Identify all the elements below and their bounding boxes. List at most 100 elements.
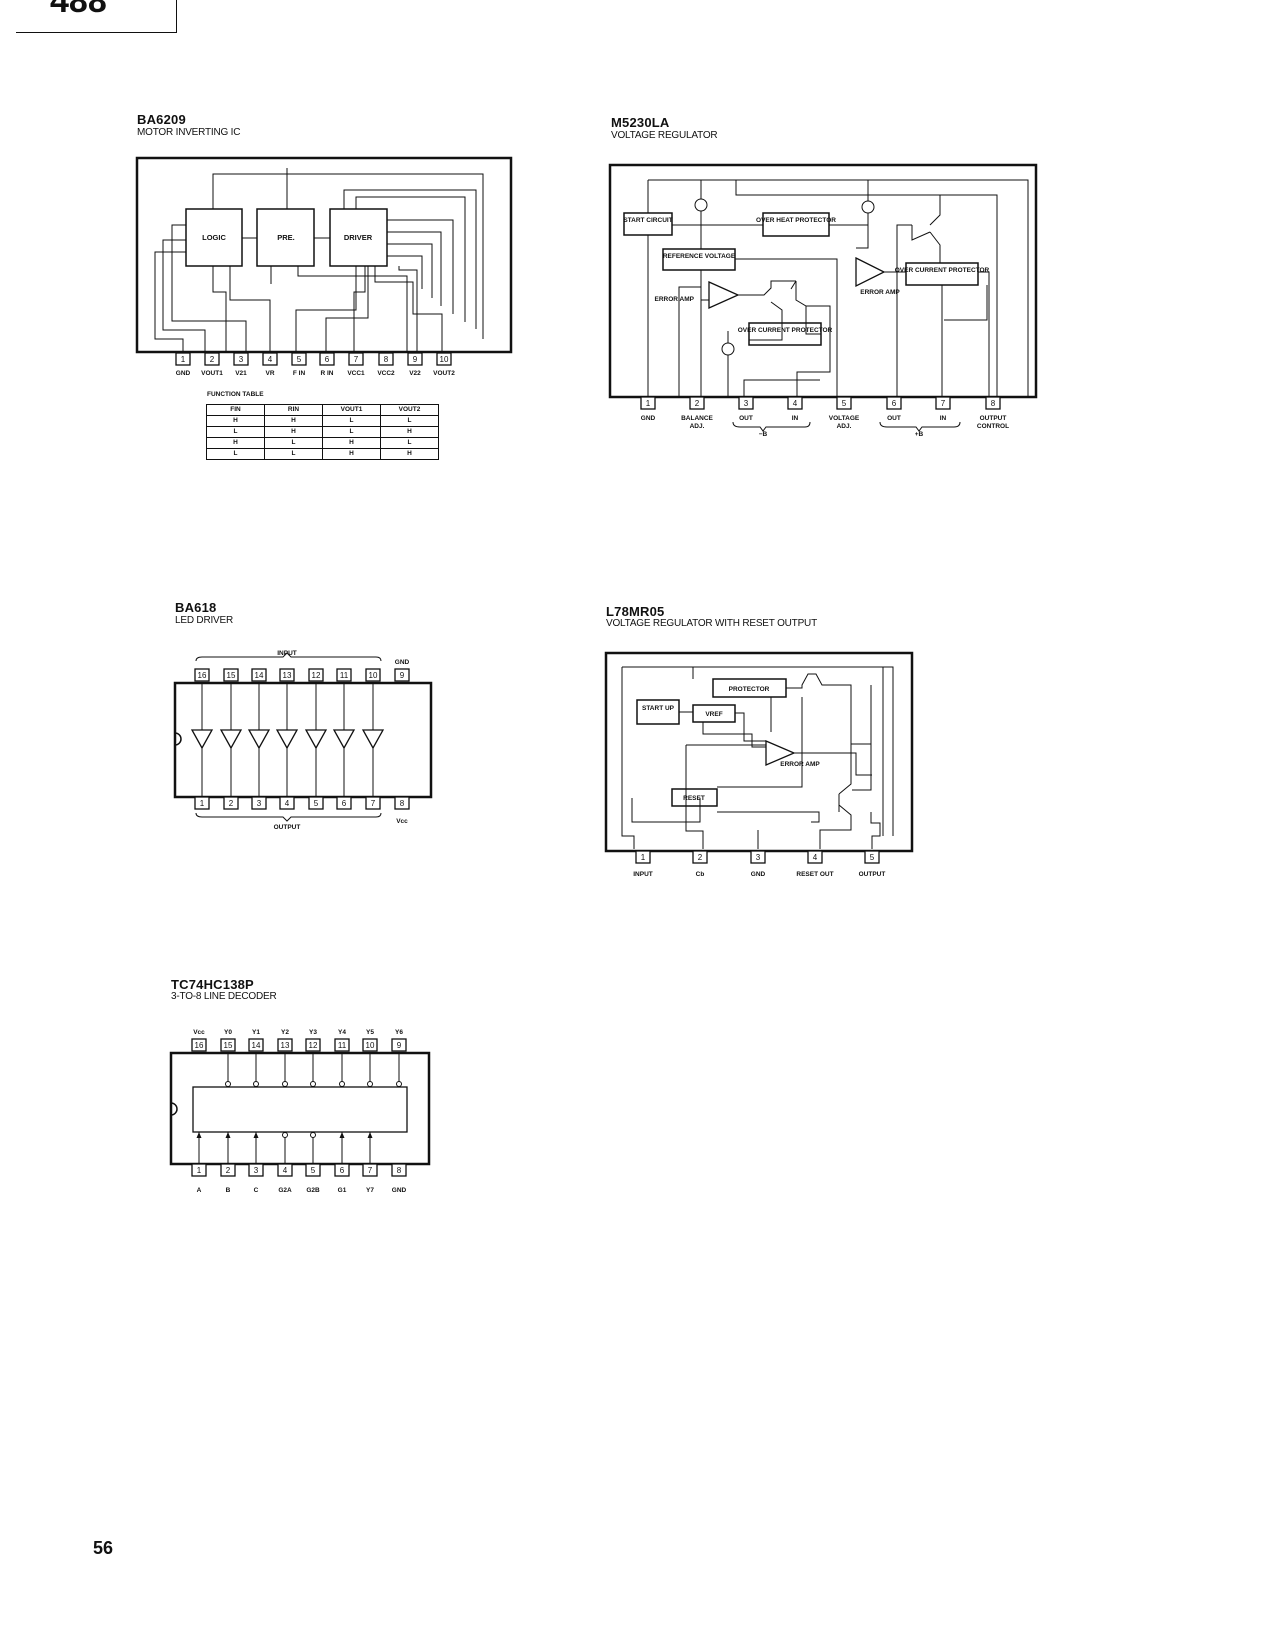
ba618-package xyxy=(173,681,433,799)
m5230la-group-minus-b: −B xyxy=(759,431,768,438)
ba618-top-pin-number: 12 xyxy=(312,671,321,680)
l78mr05-pin-box xyxy=(750,850,766,864)
l78mr05-pin-label: OUTPUT xyxy=(859,871,886,878)
ba6209-pin-number: 1 xyxy=(181,355,186,364)
m5230la-pin-box xyxy=(886,396,902,410)
ba6209-pin-label: VOUT1 xyxy=(201,370,223,377)
l78mr05-pin-box xyxy=(864,850,880,864)
tc74hc138p-output-bubble xyxy=(367,1081,373,1087)
ba618-top-pin-box xyxy=(336,668,352,682)
m5230la-pin-number: 5 xyxy=(842,399,847,408)
tc74hc138p-top-pin-box xyxy=(191,1038,207,1052)
l78mr05-block-startup xyxy=(636,699,680,725)
tc74hc138p-input-arrow xyxy=(253,1132,259,1138)
l78mr05-pin-number: 5 xyxy=(870,853,875,862)
m5230la-pin-number: 2 xyxy=(695,399,700,408)
ba6209-subtitle: MOTOR INVERTING IC xyxy=(137,127,241,138)
ba6209-block-label: LOGIC xyxy=(202,233,226,242)
ba6209-pin-number: 4 xyxy=(268,355,273,364)
tc74hc138p-top-pin-number: 14 xyxy=(252,1041,261,1050)
tc74hc138p-output-bubble xyxy=(339,1081,345,1087)
ba618-top-pin-box xyxy=(308,668,324,682)
ba6209-title: BA6209 xyxy=(137,112,186,127)
l78mr05-pin-box xyxy=(807,850,823,864)
ba6209-pin-label: F IN xyxy=(293,370,306,377)
tc74hc138p-output-bubble xyxy=(253,1081,259,1087)
tc74hc138p-top-pin-box xyxy=(305,1038,321,1052)
l78mr05-pin-number: 2 xyxy=(698,853,703,862)
tc74hc138p-input-bubble xyxy=(310,1132,316,1138)
tc74hc138p-top-pin-number: 9 xyxy=(397,1041,402,1050)
tc74hc138p-output-bubble xyxy=(396,1081,402,1087)
m5230la-pin-number: 1 xyxy=(646,399,651,408)
ba618-top-pin-number: 13 xyxy=(283,671,292,680)
m5230la-error-amp-a xyxy=(855,256,886,288)
ba6209-pin-label: VCC2 xyxy=(377,370,395,377)
l78mr05-pin-label: INPUT xyxy=(633,871,653,878)
ba6209-pin-number: 7 xyxy=(354,355,359,364)
ba6209-pin-number: 3 xyxy=(239,355,244,364)
m5230la-start-label: START CIRCUIT xyxy=(623,217,672,224)
ba618-driver-triangle xyxy=(247,729,271,750)
m5230la-pin-box xyxy=(640,396,656,410)
m5230la-current-source xyxy=(694,198,708,212)
tc74hc138p-bottom-pin-number: 7 xyxy=(368,1166,373,1175)
tc74hc138p-bottom-label: G2B xyxy=(306,1187,320,1194)
ba6209-pin-number: 6 xyxy=(325,355,330,364)
tc74hc138p-top-label: Y6 xyxy=(395,1029,403,1036)
l78mr05-pin-box xyxy=(635,850,651,864)
l78mr05-package xyxy=(604,651,914,853)
ba618-top-pin-number: 16 xyxy=(198,671,207,680)
function-table-title: FUNCTION TABLE xyxy=(207,391,264,398)
m5230la-pin-label: IN xyxy=(792,415,799,422)
ba6209-pin-number: 8 xyxy=(384,355,389,364)
ba618-top-pin-box xyxy=(251,668,267,682)
function-table: FIN RIN VOUT1 VOUT2 H H L L L H L H H L … xyxy=(206,404,439,460)
ba618-top-pin-box xyxy=(365,668,381,682)
tc74hc138p-output-bubble xyxy=(225,1081,231,1087)
table-row: L L H H xyxy=(206,448,439,460)
m5230la-error-amp-b-label: ERROR AMP xyxy=(655,296,695,303)
ba6209-pin-label: VOUT2 xyxy=(433,370,455,377)
m5230la-pin-label: VOLTAGE xyxy=(829,415,860,422)
ba618-title: BA618 xyxy=(175,600,217,615)
ba618-gnd-label: GND xyxy=(395,659,410,666)
l78mr05-protector-label: PROTECTOR xyxy=(729,686,770,693)
ba6209-pin-label: VCC1 xyxy=(347,370,365,377)
l78mr05-subtitle: VOLTAGE REGULATOR WITH RESET OUTPUT xyxy=(606,618,817,629)
m5230la-pin-number: 7 xyxy=(941,399,946,408)
m5230la-current-source xyxy=(861,200,875,214)
l78mr05-pin-number: 4 xyxy=(813,853,818,862)
ba6209-pin-box xyxy=(204,352,220,366)
m5230la-reference-label: REFERENCE VOLTAGE xyxy=(663,253,736,260)
tc74hc138p-bottom-label: C xyxy=(254,1187,259,1194)
tc74hc138p-top-label: Y0 xyxy=(224,1029,232,1036)
tc74hc138p-diagram xyxy=(169,1051,431,1166)
l78mr05-title: L78MR05 xyxy=(606,604,665,619)
ba618-bottom-pin-number: 6 xyxy=(342,799,347,808)
ba618-top-pin-box xyxy=(394,668,410,682)
ba618-driver-triangle xyxy=(304,729,328,750)
ba618-top-pin-number: 10 xyxy=(369,671,378,680)
tc74hc138p-top-pin-box xyxy=(362,1038,378,1052)
m5230la-pin-label: GND xyxy=(641,415,656,422)
tc74hc138p-input-arrow xyxy=(196,1132,202,1138)
ba6209-pin-box xyxy=(436,352,452,366)
m5230la-pin-number: 6 xyxy=(892,399,897,408)
m5230la-pin-label: OUT xyxy=(887,415,901,422)
ba618-notch xyxy=(174,732,182,746)
l78mr05-pin-label: GND xyxy=(751,871,766,878)
tc74hc138p-top-pin-number: 16 xyxy=(195,1041,204,1050)
m5230la-group-plus-b: +B xyxy=(915,431,924,438)
m5230la-title: M5230LA xyxy=(611,115,670,130)
tc74hc138p-package xyxy=(169,1051,431,1166)
tc74hc138p-top-label: Y5 xyxy=(366,1029,374,1036)
tc74hc138p-top-pin-box xyxy=(391,1038,407,1052)
ba618-top-pin-number: 9 xyxy=(400,671,405,680)
l78mr05-startup-label: START UP xyxy=(642,705,675,712)
tc74hc138p-bottom-pin-number: 1 xyxy=(197,1166,202,1175)
ba618-bottom-pin-number: 8 xyxy=(400,799,405,808)
m5230la-error-amp-b xyxy=(708,280,740,310)
ba6209-pin-box xyxy=(291,352,307,366)
tc74hc138p-top-pin-number: 11 xyxy=(338,1041,347,1050)
